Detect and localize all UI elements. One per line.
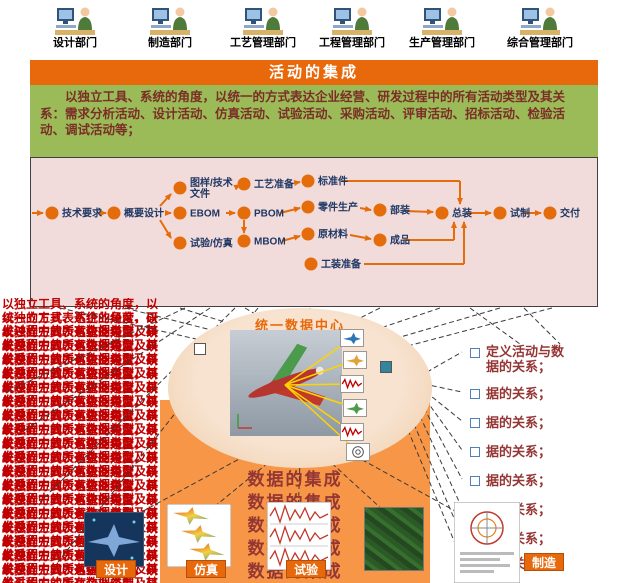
plane-icon (343, 399, 367, 417)
svg-text:工艺准备: 工艺准备 (254, 178, 295, 191)
svg-text:部装: 部装 (390, 204, 410, 217)
definition-text: 据的关系； (486, 359, 552, 374)
person-computer-icon (217, 2, 309, 40)
definition-text-repeat: 据的关系； (486, 386, 552, 401)
person-computer-icon (124, 2, 216, 40)
bullet-square-icon (470, 389, 480, 399)
definition-text-repeat: 据的关系； (486, 473, 552, 488)
simulation-thumbnail (166, 503, 232, 568)
svg-text:标准件: 标准件 (317, 175, 348, 188)
plane-icon (340, 329, 364, 347)
bullet-square-icon (470, 447, 480, 457)
bullet-square-icon (470, 348, 480, 358)
svg-text:原材料: 原材料 (318, 228, 348, 241)
svg-text:技术要求: 技术要求 (62, 207, 103, 220)
department-label: 工程管理部门 (319, 37, 385, 49)
department-label: 设计部门 (53, 37, 97, 49)
marker-square (194, 343, 206, 355)
department: 制造部门 (124, 2, 216, 49)
unified-data-center-ellipse: 统一数据中心 (168, 308, 432, 468)
definition-text-repeat: 据的关系； (486, 415, 552, 430)
stage-label: 试验 (286, 560, 326, 578)
svg-text:工装准备: 工装准备 (321, 258, 362, 271)
svg-text:成品: 成品 (390, 234, 410, 247)
definition-text: 定义活动与数 (486, 344, 565, 359)
stage-label: 设计 (96, 560, 136, 578)
department-label: 工艺管理部门 (230, 37, 296, 49)
department-label: 生产管理部门 (409, 37, 475, 49)
process-thumbnail (364, 507, 424, 571)
marker-square (380, 361, 392, 373)
bullet-square-icon (470, 476, 480, 486)
activity-description: 以独立工具、系统的角度，以统一的方式表达企业经营、研发过程中的所有活动类型及其关… (30, 85, 598, 157)
data-rays (284, 337, 359, 453)
definition-text-repeat: 据的关系； (486, 444, 552, 459)
svg-text:EBOM: EBOM (190, 209, 220, 220)
stage-label: 仿真 (186, 560, 226, 578)
waveform-icon (340, 423, 364, 441)
department: 设计部门 (29, 2, 121, 49)
manufacturing-thumbnail (453, 501, 521, 583)
svg-text:交付: 交付 (560, 207, 580, 220)
svg-text:零件生产: 零件生产 (317, 201, 358, 214)
page-title: 活动的集成 (30, 60, 598, 85)
svg-text:PBOM: PBOM (254, 209, 284, 220)
stage-label: 制造 (524, 553, 564, 571)
plane-icon (343, 351, 367, 369)
activity-flowchart: 技术要求 概要设计 图样/技术文件 EBOM 试验/仿真 工艺准备 PBOM MBOM 标准件零… (30, 157, 598, 312)
waveform-icon (340, 375, 364, 393)
svg-text:总装: 总装 (452, 207, 472, 220)
design-thumbnail (83, 511, 145, 568)
department-label: 综合管理部门 (507, 37, 573, 49)
svg-text:概要设计: 概要设计 (124, 207, 164, 220)
department-label: 制造部门 (148, 37, 192, 49)
data-integration-title: 数据的集成 (247, 470, 343, 489)
bullet-square-icon (470, 418, 480, 428)
svg-text:试验/仿真: 试验/仿真 (190, 237, 233, 250)
person-computer-icon (494, 2, 586, 40)
department: 工艺管理部门 (217, 2, 309, 49)
svg-text:试制: 试制 (510, 207, 530, 220)
svg-text:MBOM: MBOM (254, 237, 286, 248)
department: 综合管理部门 (494, 2, 586, 49)
department: 生产管理部门 (396, 2, 488, 49)
person-computer-icon (396, 2, 488, 40)
gauge-icon (346, 443, 370, 461)
svg-text:图样/技术文件: 图样/技术文件 (190, 176, 233, 200)
person-computer-icon (29, 2, 121, 40)
person-computer-icon (306, 2, 398, 40)
department: 工程管理部门 (306, 2, 398, 49)
